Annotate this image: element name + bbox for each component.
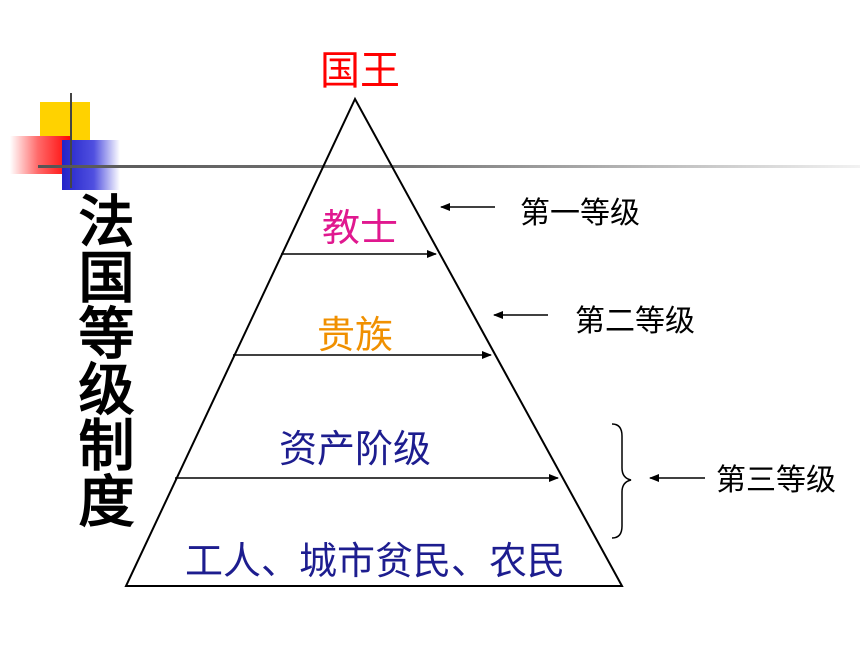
level-label-first: 第一等级 — [520, 196, 640, 231]
side-title: 法国等级制度 — [69, 192, 134, 528]
level-label-third: 第三等级 — [716, 463, 836, 498]
tier-label-nobility: 贵族 — [316, 313, 393, 357]
tier-label-bourgeoisie: 资产阶级 — [278, 427, 431, 471]
apex-label: 国王 — [320, 48, 400, 94]
pyramid-outline — [124, 96, 624, 587]
tier-label-commoners: 工人、城市贫民、农民 — [184, 539, 565, 583]
brace-third-estate — [611, 423, 632, 539]
decor-vertical-line — [70, 93, 72, 188]
tier-label-clergy: 教士 — [321, 206, 398, 250]
level-label-second: 第二等级 — [575, 304, 695, 339]
decor-horizontal-line — [38, 165, 860, 168]
